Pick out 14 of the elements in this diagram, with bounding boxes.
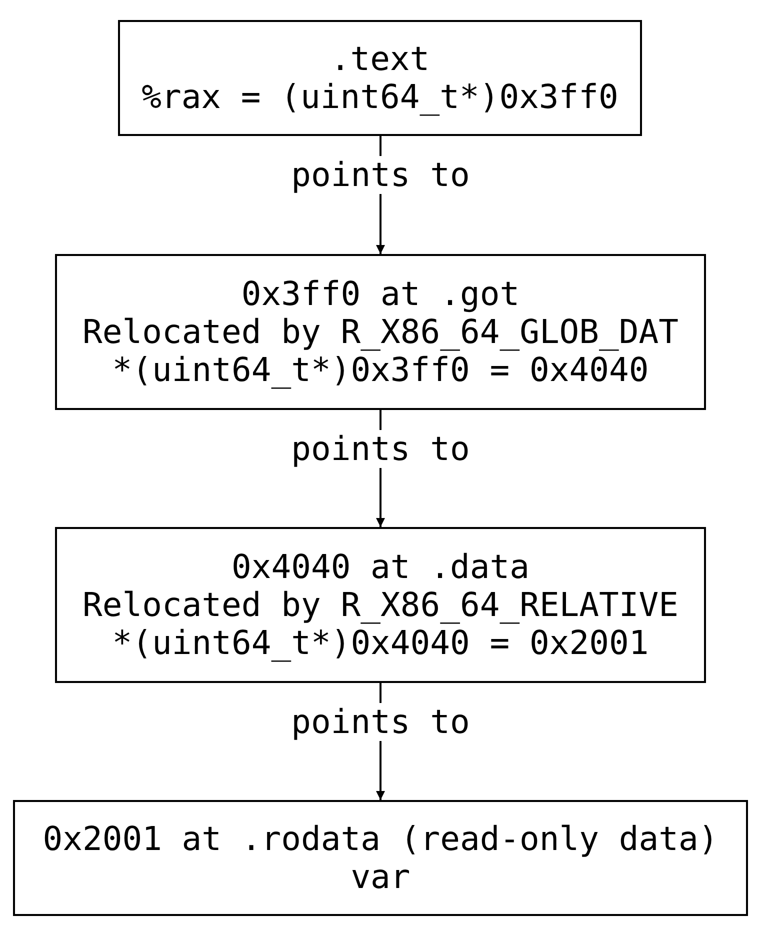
code-text: %rax = (uint64_t*)0x3ff0	[142, 78, 618, 116]
code-text: Relocated by R_X86_64_RELATIVE	[82, 586, 679, 624]
code-text: 0x3ff0 at .got	[241, 275, 520, 313]
code-text: Relocated by R_X86_64_GLOB_DAT	[82, 313, 679, 351]
code-text: *(uint64_t*)0x4040 = 0x2001	[112, 624, 649, 662]
code-text: var	[350, 858, 410, 896]
process-box	[55, 254, 706, 410]
code-text: 0x4040 at .data	[231, 548, 530, 586]
process-box	[55, 527, 706, 683]
code-text: 0x2001 at .rodata (read-only data)	[42, 820, 718, 858]
process-box	[13, 800, 748, 916]
code-text: *(uint64_t*)0x3ff0 = 0x4040	[112, 351, 649, 389]
process-box	[118, 20, 642, 136]
code-text: .text	[330, 40, 430, 78]
